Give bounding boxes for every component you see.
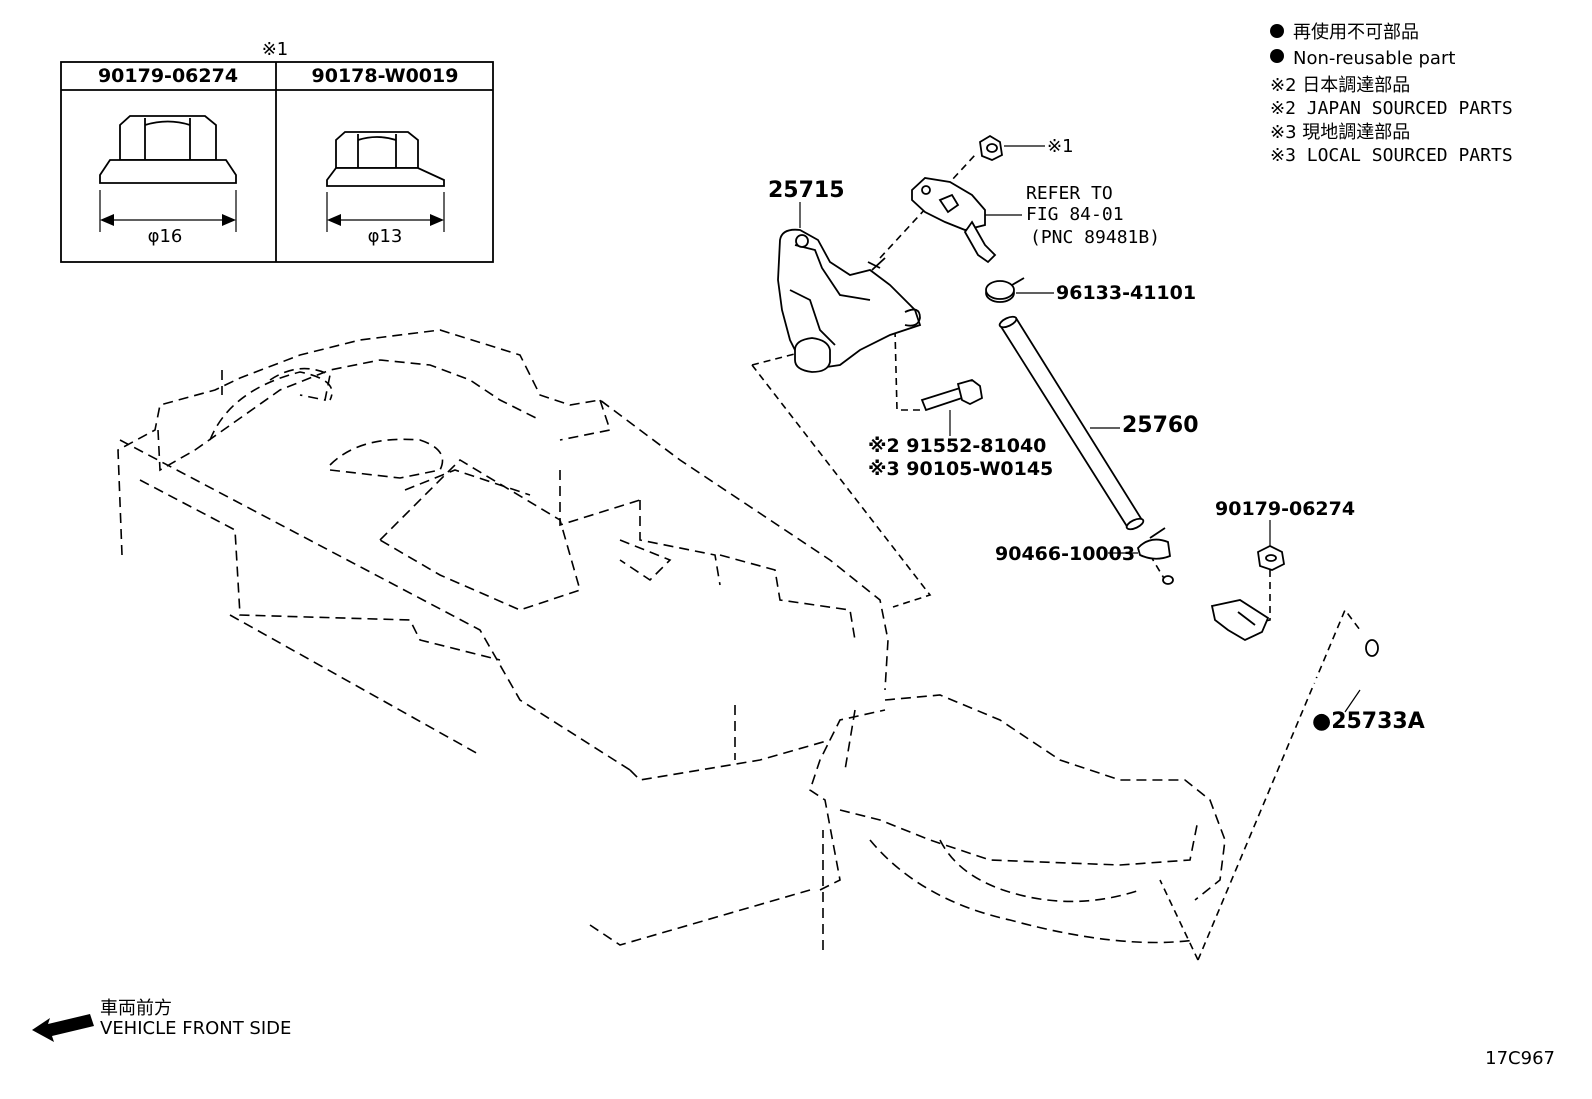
bolt-icon [920,379,983,412]
callout-refer-line1: REFER TO [1026,183,1113,204]
flange-nut-large-icon [99,115,237,232]
bracket-25715 [777,228,922,373]
callout-nut-right: 90179-06274 [1215,498,1355,520]
callout-clip: 90466-10003 [995,543,1135,565]
fuel-tank-outline [117,329,1226,950]
flange-nut-right-icon [1257,544,1285,571]
legend-bullet-icon [1270,49,1284,63]
clip-icon [1136,527,1171,560]
callout-tube: ●25733A [1312,709,1425,734]
legend-item-1: 再使用不可部品 [1293,22,1419,43]
tube-25733a [1162,575,1381,685]
legend-item-2: Non-reusable part [1293,48,1455,69]
callout-bolt-local: ※3 90105-W0145 [868,458,1053,480]
callout-nut-top-note: ※1 [1047,136,1074,157]
callout-bolt-jp: ※2 91552-81040 [868,435,1046,457]
table-col1-part-number: 90179-06274 [98,65,238,87]
figure-code: 17C967 [1485,1048,1555,1069]
direction-label-jp: 車両前方 [100,998,172,1019]
flange-nut-icon [979,134,1003,161]
table-col2-part-number: 90178-W0019 [312,65,459,87]
direction-label-en: VEHICLE FRONT SIDE [100,1018,291,1039]
callout-hose: 25760 [1122,413,1199,438]
legend-item-5: ※3 現地調達部品 [1270,122,1410,143]
callout-tube-text: ●25733A [1312,709,1425,734]
hose-clamp-icon [985,277,1025,303]
leader-line [1344,689,1361,713]
callout-clamp: 96133-41101 [1056,282,1196,304]
legend-item-3: ※2 日本調達部品 [1270,75,1410,96]
table-col2-dimension: φ13 [368,226,403,247]
table-frame [60,61,494,263]
callout-refer-line2: FIG 84-01 [1026,204,1124,225]
legend: 再使用不可部品 Non-reusable part ※2 日本調達部品 ※2 J… [1270,22,1513,166]
callout-refer-line3: (PNC 89481B) [1030,227,1160,248]
legend-item-6: ※3 LOCAL SOURCED PARTS [1270,145,1513,166]
flange-nut-small-icon [326,131,445,232]
nut-reference-table: ※1 90179-06274 90178-W0019 φ16 [60,39,494,263]
table-col1-dimension: φ16 [148,226,183,247]
vehicle-front-arrow-icon [32,1014,94,1042]
table-note-mark: ※1 [262,39,289,60]
valve-assembly [911,177,997,264]
callout-bracket: 25715 [768,178,845,203]
hose-25760 [998,315,1145,531]
legend-item-4: ※2 JAPAN SOURCED PARTS [1270,98,1513,119]
legend-bullet-icon [1270,24,1284,38]
